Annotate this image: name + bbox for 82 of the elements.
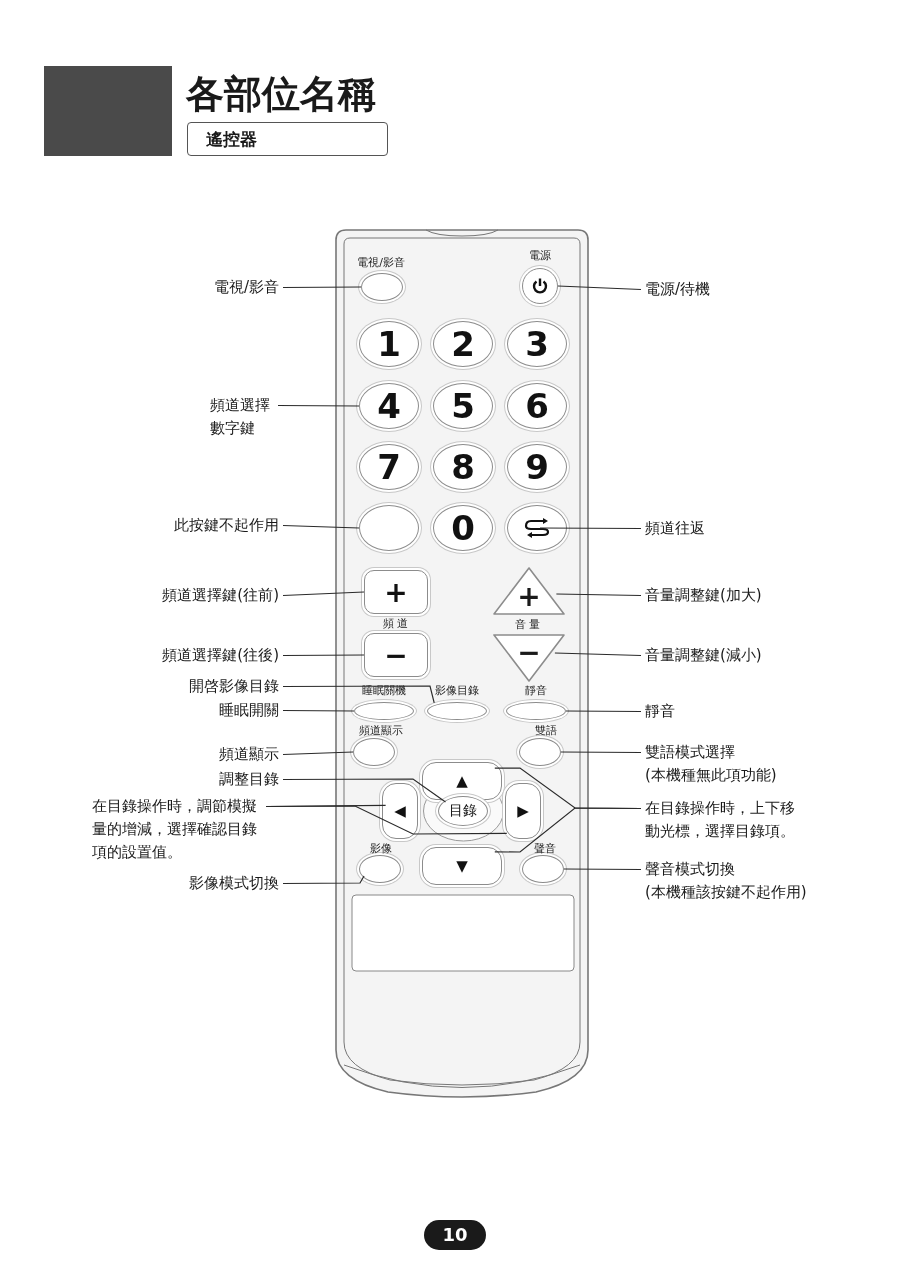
callout-text: 雙語模式選擇 [645, 742, 736, 763]
button-group-label: 頻道 [382, 617, 412, 631]
down-button: ▼ [422, 847, 502, 885]
blank-button [359, 505, 419, 551]
button-label: 靜音 [524, 684, 548, 698]
callout-text: 電源/待機 [645, 278, 765, 301]
leader-line [565, 710, 642, 713]
page-number: 10 [424, 1220, 486, 1250]
leader-line [282, 524, 360, 529]
leader-line [282, 654, 365, 657]
button-label: 雙語 [534, 724, 558, 738]
button-label: 電視/影音 [356, 256, 406, 270]
callout-text: 音量調整鍵(加大) [645, 584, 795, 607]
dual-language-button [519, 738, 561, 766]
number-button: 8 [433, 444, 493, 490]
callout-text: 電視/影音 [150, 276, 279, 299]
leader-line [557, 285, 642, 291]
sound-mode-button [522, 855, 564, 883]
leader-line [555, 593, 642, 597]
volume-up-button: + [492, 566, 566, 616]
page-title: 各部位名稱 [186, 71, 376, 118]
callout-text: 頻道選擇鍵(往前) [120, 584, 279, 607]
number-button: 9 [507, 444, 567, 490]
callout-text: 調整目錄 [180, 768, 279, 791]
leader-line [282, 709, 355, 712]
callout-note: (本機種該按鍵不起作用) [645, 882, 808, 903]
button-label: 頻道顯示 [358, 724, 404, 738]
number-button: 3 [507, 321, 567, 367]
button-label: 聲音 [533, 842, 557, 856]
callout-text: 睡眠開關 [180, 699, 279, 722]
leader-line [282, 778, 447, 803]
number-button: 0 [433, 505, 493, 551]
leader-line [282, 286, 362, 289]
up-button: ▲ [422, 762, 502, 800]
menu-button: 目錄 [438, 796, 488, 826]
callout-text: 聲音模式切換 [645, 859, 736, 880]
leader-line [560, 751, 642, 754]
power-button [522, 268, 558, 304]
leader-line [282, 685, 435, 704]
leader-line [563, 868, 642, 871]
sleep-button [354, 702, 414, 720]
number-button: 7 [359, 444, 419, 490]
leader-line [554, 652, 642, 657]
callout-text: 頻道往返 [645, 517, 745, 540]
picture-menu-button [427, 702, 487, 720]
callout-text: 頻道顯示 [180, 743, 279, 766]
channel-up-button: + [364, 570, 428, 614]
button-label: 電源 [528, 249, 552, 263]
number-button: 6 [507, 383, 567, 429]
callout-text: 在目錄操作時，調節模擬量的增減，選擇確認目錄項的設置值。 [92, 795, 262, 864]
callout-note: (本機種無此項功能) [645, 765, 778, 786]
callout-text: 頻道選擇鍵(往後) [120, 644, 279, 667]
number-button: 1 [359, 321, 419, 367]
callout-text: 靜音 [645, 700, 705, 723]
callout-text: 影像模式切換 [150, 872, 279, 895]
leader-line [282, 591, 365, 597]
leader-line [539, 527, 642, 530]
button-label: 影像目錄 [434, 684, 480, 698]
button-group-label: 音量 [514, 618, 544, 632]
callout-text: 此按鍵不起作用 [140, 514, 279, 537]
channel-return-button [507, 505, 567, 551]
mute-button [506, 702, 566, 720]
volume-down-button: − [492, 633, 566, 683]
leader-line [282, 875, 365, 885]
channel-down-button: − [364, 633, 428, 677]
callout-text: 在目錄操作時，上下移動光標，選擇目錄項。 [645, 797, 800, 843]
subtitle-box: 遙控器 [187, 122, 388, 156]
leader-line [277, 404, 360, 407]
number-button: 4 [359, 383, 419, 429]
callout-text: 音量調整鍵(減小) [645, 644, 795, 667]
callout-text: 開啓影像目錄 [150, 675, 279, 698]
number-button: 5 [433, 383, 493, 429]
number-button: 2 [433, 321, 493, 367]
right-button: ▶ [505, 783, 541, 839]
leader-line [282, 751, 354, 756]
button-label: 睡眠關機 [361, 684, 407, 698]
channel-display-button [353, 738, 395, 766]
left-button: ◀ [382, 783, 418, 839]
tv-av-button [361, 273, 403, 301]
button-label: 影像 [369, 842, 393, 856]
picture-mode-button [359, 855, 401, 883]
callout-text: 頻道選擇數字鍵 [210, 394, 274, 440]
